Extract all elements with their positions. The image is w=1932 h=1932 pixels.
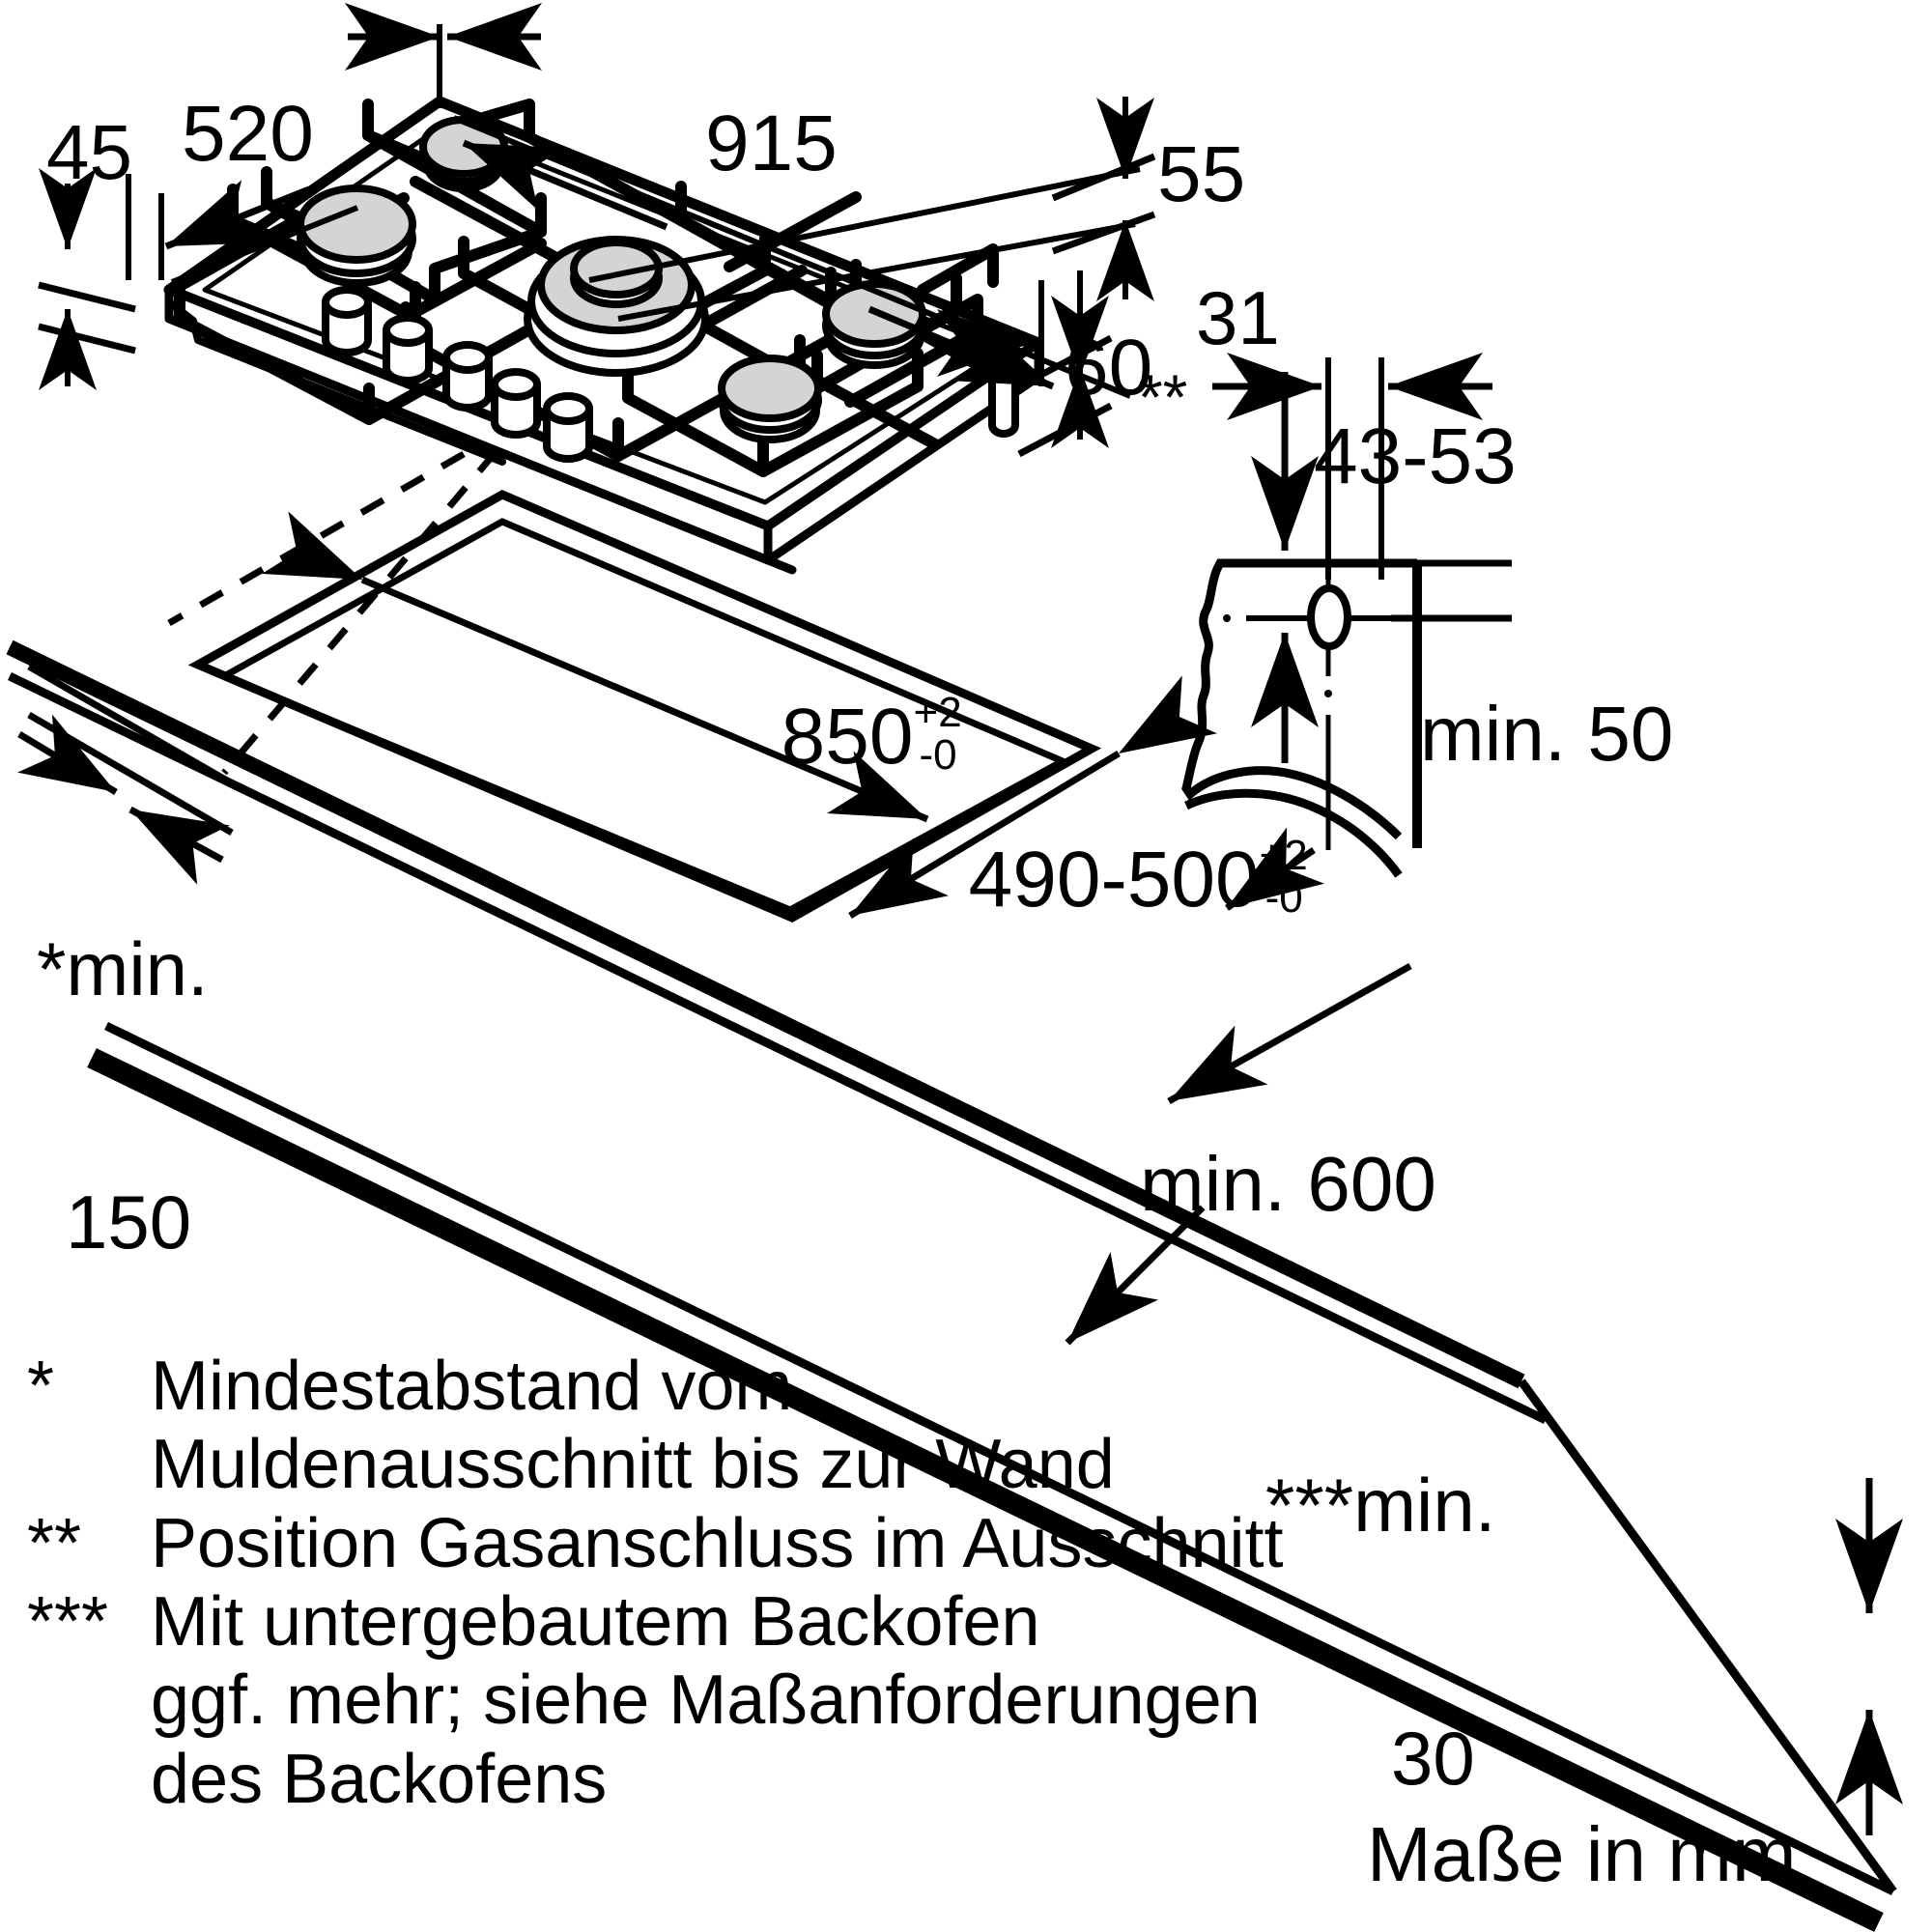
dim-490-500-tol-plus: +2: [1259, 832, 1308, 879]
lead-520: [170, 205, 359, 285]
legend-line: Position Gasanschluss im Ausschnitt: [151, 1504, 1284, 1582]
knob-5: [543, 392, 593, 463]
dim-min600-a: [1167, 962, 1412, 1105]
legend-block: * Mindestabstand vom Muldenausschnitt bi…: [27, 1348, 1312, 1819]
units-note: Maße in mm: [1367, 1811, 1797, 1897]
worktop-front-band-2: [104, 1021, 1895, 1896]
dim-min600-b: [1065, 1205, 1206, 1346]
legend-line: des Backofens: [151, 1740, 608, 1818]
legend-marker: ***: [27, 1583, 109, 1662]
tick-45-a: [38, 281, 136, 313]
legend-line: Mit untergebautem Backofen: [151, 1583, 1040, 1662]
dim-label-915: 915: [705, 99, 838, 187]
min-30-line-2: 30: [1391, 1715, 1475, 1801]
burner-cap-rear-left: [419, 116, 508, 178]
knob-3: [442, 341, 493, 412]
worktop-view: [6, 449, 1903, 1932]
legend-line: Mindestabstand vom: [151, 1348, 793, 1425]
gas-connection-hole: [1307, 584, 1351, 650]
worktop-right-edge: [1518, 1378, 1897, 1894]
dim-490500: [848, 675, 1217, 919]
burner-right-front: [718, 355, 822, 443]
dim-label-490-500-group: 490-500 +2 -0: [943, 810, 1314, 935]
tick-60-a: [1017, 334, 1113, 390]
legend-line: Muldenausschnitt bis zur Wand: [151, 1426, 1115, 1504]
knob-1: [322, 286, 372, 356]
control-knobs: [322, 286, 593, 463]
dim-label-31: 31: [1196, 275, 1280, 360]
legend-item: *** Mit untergebautem Backofen ggf. mehr…: [27, 1583, 1312, 1819]
tick-45-b: [38, 323, 136, 355]
dim-arrow-915: [462, 139, 668, 231]
dim-label-850-group: 850 +2 -0: [755, 667, 968, 792]
dim-label-min-600: min. 600: [1140, 1141, 1436, 1227]
lead-55-b: [617, 221, 1136, 322]
min-150-line-2: 150: [66, 1179, 192, 1264]
dim-850-tol-minus: -0: [919, 731, 957, 779]
dim-label-min-30: ***min. 30: [1265, 1294, 1495, 1886]
min-150-line-1: *min.: [37, 925, 209, 1011]
arr-min150-a: [16, 714, 118, 796]
dim-label-60: 60: [1065, 324, 1153, 412]
worktop-top-edge: [6, 639, 1525, 1389]
burner-mid-left: [297, 185, 416, 287]
burner-cap-mid-left: [297, 185, 416, 264]
burner-center-wok: [524, 236, 709, 377]
dim-label-850: 850: [781, 693, 914, 781]
arr-min150-b: [128, 806, 230, 885]
min-30-line-1: ***min.: [1265, 1462, 1496, 1548]
dim-label-45: 45: [46, 109, 132, 195]
tick-60-b: [1017, 402, 1113, 458]
footnote-marker-gas: **: [1138, 361, 1188, 433]
dim-label-min-150: *min. 150: [37, 758, 209, 1350]
projection-dashed-1: [167, 450, 466, 627]
legend-marker: **: [27, 1504, 82, 1582]
dim-label-520: 520: [182, 90, 314, 178]
arr-min50: [1225, 827, 1324, 911]
bracket-curve-lower: [1184, 788, 1403, 878]
dimension-lines-hob: [38, 2, 1156, 458]
legend-item: * Mindestabstand vom Muldenausschnitt bi…: [27, 1348, 1312, 1505]
knob-4: [491, 368, 541, 439]
dim-label-55: 55: [1157, 130, 1246, 218]
dim-490-500-tol-minus: -0: [1264, 874, 1303, 922]
lead-55-a: [588, 166, 1141, 283]
dim-850-tol-plus: +2: [913, 689, 962, 736]
dim-850: [262, 511, 929, 823]
burner-cap-right-front: [718, 355, 822, 422]
legend-item: ** Position Gasanschluss im Ausschnitt: [27, 1505, 1312, 1583]
legend-line: ggf. mehr; siehe Maßanforderungen: [151, 1662, 1261, 1740]
dim-label-490-500: 490-500: [968, 836, 1260, 923]
knob-2: [383, 314, 433, 384]
dim-label-min-50: min. 50: [1420, 691, 1674, 777]
worktop-front-band: [87, 1048, 1884, 1932]
ext-min150-a: [27, 663, 229, 784]
dim-arrow-520: [164, 180, 311, 250]
legend-marker: *: [27, 1348, 55, 1425]
projection-dashed-2: [221, 449, 498, 776]
dim-label-43-53: 43-53: [1314, 412, 1517, 500]
